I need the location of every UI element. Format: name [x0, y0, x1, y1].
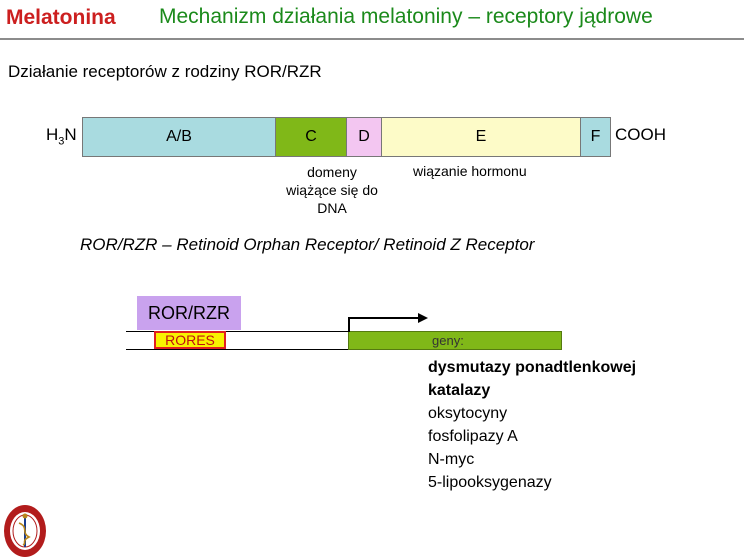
receptor-box: ROR/RZR	[137, 296, 241, 330]
title-divider	[0, 38, 744, 40]
domain-ab: A/B	[82, 117, 276, 157]
university-seal-logo-icon	[4, 505, 46, 557]
gene-item: 5-lipooksygenazy	[428, 474, 552, 491]
gene-item: fosfolipazy A	[428, 428, 518, 445]
gene-item: dysmutazy ponadtlenkowej	[428, 359, 637, 376]
domain-f: F	[580, 117, 611, 157]
dna-strand-top	[126, 331, 562, 332]
domain-d: D	[346, 117, 382, 157]
response-element-box: RORES	[154, 331, 226, 349]
n-terminus-suffix: N	[64, 125, 77, 144]
acronym-definition: ROR/RZR – Retinoid Orphan Receptor/ Reti…	[80, 235, 535, 254]
n-terminus-subscript: 3	[58, 135, 65, 148]
genes-label: geny:	[432, 333, 464, 348]
dna-strand-bottom	[126, 349, 562, 350]
transcription-start-arrow-icon	[348, 313, 428, 332]
dna-binding-caption: domeny wiążące się do DNA	[286, 164, 378, 216]
subtitle: Działanie receptorów z rodziny ROR/RZR	[8, 62, 322, 81]
domain-c: C	[275, 117, 347, 157]
n-terminus-prefix: H	[46, 125, 59, 144]
gene-list: dysmutazy ponadtlenkowej katalazy oksyto…	[428, 356, 636, 494]
gene-item: N-myc	[428, 451, 475, 468]
brand-title: Melatonina	[6, 6, 116, 29]
gene-region-bar	[348, 331, 562, 350]
gene-item: oksytocyny	[428, 405, 508, 422]
n-terminus-label: H3N	[46, 125, 77, 147]
c-terminus-label: COOH	[615, 125, 666, 144]
domain-e: E	[381, 117, 581, 157]
hormone-binding-caption: wiązanie hormonu	[413, 163, 527, 179]
slide-title: Mechanizm działania melatoniny – recepto…	[159, 5, 653, 28]
gene-item: katalazy	[428, 382, 491, 399]
